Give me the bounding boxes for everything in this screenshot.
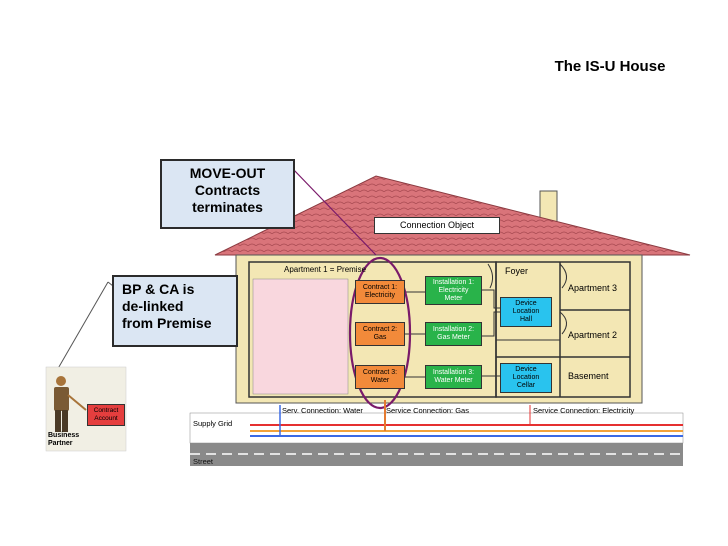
contract-gas[interactable]: Contract 2: Gas	[355, 322, 405, 346]
installation-line1: Installation 2:	[432, 326, 475, 333]
business-partner-label: Business Partner	[48, 432, 79, 448]
room-apartment-2: Apartment 2	[568, 330, 618, 340]
device-line2: Location	[512, 374, 540, 381]
device-location-cellar[interactable]: Device Location Cellar	[500, 363, 552, 393]
callout-line: terminates	[192, 199, 263, 215]
street-label: Street	[193, 457, 214, 466]
installation-line2: Electricity	[438, 287, 469, 294]
contract-line2: Electricity	[365, 292, 395, 299]
device-line1: Device	[515, 300, 537, 307]
contract-line2: Water	[370, 377, 390, 384]
installation-line1: Installation 3:	[432, 369, 475, 376]
business-partner-line1: Business	[48, 432, 80, 439]
contract-line1: Contract 3:	[362, 369, 398, 376]
contract-account-line2: Account	[94, 415, 118, 422]
service-connection-electricity: Service Connection: Electricity	[533, 406, 635, 415]
installation-gas[interactable]: Installation 2: Gas Meter	[425, 322, 482, 346]
device-line3: Cellar	[516, 382, 536, 389]
installation-electricity[interactable]: Installation 1: Electricity Meter	[425, 276, 482, 305]
callout-line: BP & CA is	[122, 281, 195, 297]
contracts-ellipse	[348, 256, 412, 410]
page-title: The IS-U House	[554, 58, 666, 75]
callout-line: Contracts	[194, 182, 261, 198]
installation-line2: Water Meter	[434, 377, 473, 384]
premise-label: Apartment 1 = Premise	[284, 265, 367, 274]
connection-object-text: Connection Object	[399, 220, 475, 230]
room-basement: Basement	[568, 371, 609, 381]
callout-line: from Premise	[122, 315, 212, 331]
supply-grid-strip	[189, 412, 684, 444]
supply-grid-label: Supply Grid	[193, 419, 233, 428]
contract-line1: Contract 1:	[362, 284, 398, 291]
contract-account-box[interactable]: Contract Account	[87, 404, 125, 426]
contract-line1: Contract 2:	[362, 326, 398, 333]
connection-object-label: Connection Object	[374, 217, 500, 234]
device-line3: Hall	[519, 316, 533, 323]
contract-account-line1: Contract	[93, 407, 119, 414]
device-line1: Device	[515, 366, 537, 373]
bp-ca-callout: BP & CA is de-linked from Premise	[112, 275, 238, 347]
move-out-callout: MOVE-OUT Contracts terminates	[160, 159, 295, 229]
right-rooms-frame	[495, 261, 631, 398]
installation-water[interactable]: Installation 3: Water Meter	[425, 365, 482, 389]
room-foyer: Foyer	[505, 266, 529, 276]
callout-line: MOVE-OUT	[189, 165, 266, 181]
device-location-hall[interactable]: Device Location Hall	[500, 297, 552, 327]
room-apartment-3: Apartment 3	[568, 283, 618, 293]
contract-electricity[interactable]: Contract 1: Electricity	[355, 280, 405, 304]
device-line2: Location	[512, 308, 540, 315]
premise-area	[252, 278, 349, 395]
installation-line1: Installation 1:	[432, 279, 475, 286]
contract-line2: Gas	[373, 334, 387, 341]
business-partner-line2: Partner	[48, 440, 73, 447]
callout-line: de-linked	[122, 298, 184, 314]
service-connection-water: Serv. Connection: Water	[282, 406, 363, 415]
installation-line3: Meter	[444, 295, 463, 302]
contract-water[interactable]: Contract 3: Water	[355, 365, 405, 389]
service-connection-gas: Service Connection: Gas	[386, 406, 469, 415]
installation-line2: Gas Meter	[437, 334, 470, 341]
